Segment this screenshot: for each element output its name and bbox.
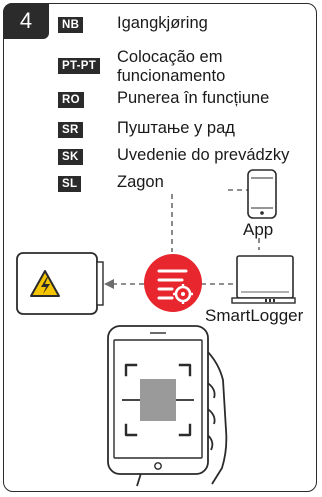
language-code: SL (58, 176, 82, 192)
language-code: PT-PT (58, 58, 101, 74)
language-row-ro: RO (58, 89, 84, 108)
language-code: SK (58, 149, 83, 165)
language-row-sk: SK (58, 146, 83, 165)
language-row-pt-pt: PT-PT (58, 55, 101, 74)
language-text-line2: funcionamento (117, 67, 226, 85)
language-code: RO (58, 92, 84, 108)
step-number-badge: 4 (3, 3, 49, 39)
language-text-line1: Colocação em (117, 48, 223, 66)
language-text: Uvedenie do prevádzky (117, 146, 290, 164)
language-text: Igangkjøring (117, 14, 208, 32)
language-text: Zagon (117, 173, 164, 191)
commissioning-settings-icon (144, 254, 202, 312)
mobile-phone-icon (247, 169, 277, 219)
app-label: App (243, 220, 274, 239)
instruction-frame (3, 3, 317, 492)
arrow-head-icon (104, 279, 114, 289)
smartlogger-label: SmartLogger (205, 306, 304, 325)
smartlogger-device-icon (231, 255, 296, 304)
inverter-with-high-voltage-warning-icon (16, 252, 104, 315)
hand-holding-phone-scanning-qr-code-icon (107, 325, 228, 487)
language-row-sr: SR (58, 119, 83, 138)
language-code: SR (58, 122, 83, 138)
language-text: Пуштање у рад (117, 119, 235, 137)
language-row-sl: SL (58, 173, 82, 192)
language-row-nb: NB (58, 14, 84, 33)
language-text: Punerea în funcțiune (117, 89, 270, 107)
language-code: NB (58, 17, 84, 33)
